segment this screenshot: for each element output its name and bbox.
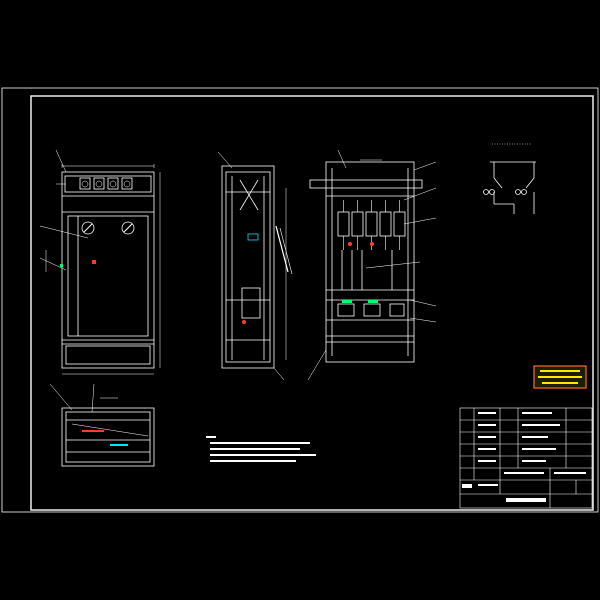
circuit-breaker-icon	[393, 200, 406, 250]
analog-meter-icon	[121, 177, 133, 190]
technical-notes	[206, 436, 316, 462]
cabinet-inner-view	[307, 149, 437, 381]
sheet-frame	[1, 87, 599, 513]
cabinet-side-view	[217, 151, 293, 381]
rotary-switch-icon	[121, 221, 135, 235]
plan-marks	[82, 430, 128, 446]
circuit-breaker-icon	[351, 200, 364, 250]
inner-marks	[342, 242, 378, 303]
title-block	[459, 407, 593, 509]
front-marks	[60, 260, 96, 267]
analog-meter-icon	[93, 177, 105, 190]
circuit-breaker-icon	[337, 200, 350, 250]
wiring-schematic	[483, 143, 536, 214]
cabinet-plan-view	[49, 383, 155, 467]
circuit-breaker-icon	[379, 200, 392, 250]
cabinet-front-view	[39, 149, 161, 375]
title-block-fills	[462, 412, 586, 502]
side-marks	[242, 233, 259, 324]
panel-knobs	[81, 221, 135, 235]
approval-stamp	[533, 365, 587, 389]
rotary-switch-icon	[81, 221, 95, 235]
inner-breakers	[337, 200, 406, 250]
analog-meter-icon	[79, 177, 91, 190]
panel-meters	[79, 177, 133, 190]
analog-meter-icon	[107, 177, 119, 190]
